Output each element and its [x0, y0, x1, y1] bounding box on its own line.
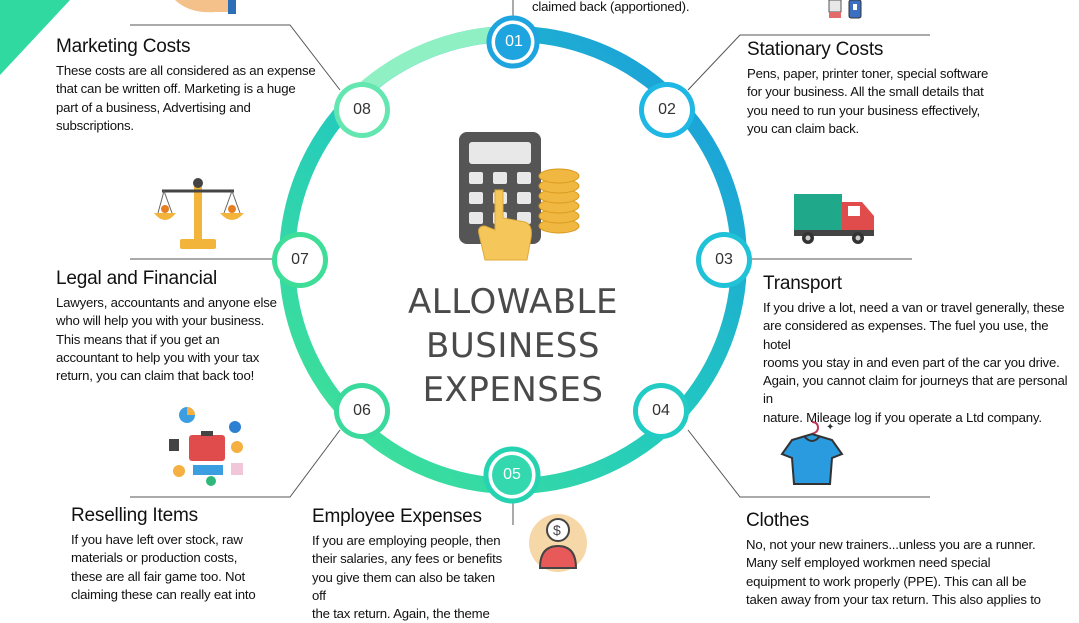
truck-icon: [794, 194, 874, 244]
node-label-01: 01: [505, 33, 523, 50]
body-line: nature. Mileage log if you operate a Ltd…: [763, 409, 1042, 425]
body-line: taken away from your tax return. This al…: [746, 591, 1041, 607]
body-line: you need to run your business effectivel…: [747, 102, 981, 118]
node-label-08: 08: [353, 101, 371, 118]
calculator-coins-icon: [459, 132, 580, 261]
body-line: for your business. All the small details…: [747, 84, 984, 100]
stationary-section: Stationary Costs Pens, paper, printer to…: [747, 39, 1047, 138]
center-title-line2: BUSINESS EXPENSES: [422, 326, 604, 410]
stationary-body: Pens, paper, printer toner, special soft…: [747, 65, 1047, 138]
legal-body: Lawyers, accountants and anyone else who…: [56, 294, 296, 385]
body-line: that can be written off. Marketing is a …: [56, 81, 296, 97]
svg-text:$: $: [553, 522, 561, 538]
reselling-body: If you have left over stock, raw materia…: [71, 531, 291, 604]
marketing-section: Marketing Costs These costs are all cons…: [56, 36, 316, 135]
person-dollar-icon: $: [529, 514, 587, 572]
body-line: their salaries, any fees or benefits: [312, 551, 502, 567]
body-line: Again, you cannot claim for journeys tha…: [763, 373, 1068, 407]
body-line: These costs are all considered as an exp…: [56, 63, 316, 78]
clothes-section: Clothes No, not your new trainers...unle…: [746, 510, 1056, 609]
node-label-02: 02: [658, 101, 676, 118]
transport-title: Transport: [763, 273, 842, 294]
employee-section: Employee Expenses If you are employing p…: [312, 506, 512, 623]
body-line: materials or production costs,: [71, 550, 238, 566]
transport-body: If you drive a lot, need a van or travel…: [763, 299, 1073, 427]
body-line: subscriptions.: [56, 117, 134, 133]
body-line: these are all fair game too. Not: [71, 568, 245, 584]
marketing-body: These costs are all considered as an exp…: [56, 62, 316, 135]
clothes-body: No, not your new trainers...unless you a…: [746, 536, 1056, 609]
body-line: part of a business, Advertising and: [56, 99, 251, 115]
connector-lines: [130, 0, 930, 525]
body-line: accountant to help you with your tax: [56, 349, 260, 365]
clothes-title: Clothes: [746, 510, 810, 531]
employee-body: If you are employing people, then their …: [312, 532, 512, 623]
body-line: This means that if you get an: [56, 331, 220, 347]
body-line: If you drive a lot, need a van or travel…: [763, 300, 1065, 315]
body-line: you give them can also be taken off: [312, 569, 495, 603]
node-label-06: 06: [353, 402, 371, 419]
legal-section: Legal and Financial Lawyers, accountants…: [56, 268, 296, 385]
marketing-title: Marketing Costs: [56, 36, 191, 57]
body-line: Pens, paper, printer toner, special soft…: [747, 66, 989, 81]
scales-icon: [154, 178, 244, 249]
body-line: No, not your new trainers...unless you a…: [746, 537, 1036, 552]
body-line: If you are employing people, then: [312, 533, 501, 548]
employee-title: Employee Expenses: [312, 506, 482, 527]
reselling-title: Reselling Items: [71, 505, 198, 526]
body-line: return, you can claim that back too!: [56, 368, 255, 384]
hand-icon: [175, 0, 236, 14]
body-line: If you have left over stock, raw: [71, 532, 243, 547]
transport-section: Transport If you drive a lot, need a van…: [763, 273, 1073, 427]
center-title-line1: ALLOWABLE: [408, 282, 618, 322]
body-line: Lawyers, accountants and anyone else: [56, 295, 277, 310]
svg-text:✦: ✦: [826, 422, 834, 433]
business-collage-icon: [169, 407, 243, 486]
body-line: rooms you stay in and even part of the c…: [763, 354, 1060, 370]
body-line: who will help you with your business.: [56, 313, 265, 329]
node-label-04: 04: [652, 402, 670, 419]
legal-title: Legal and Financial: [56, 268, 217, 289]
reselling-section: Reselling Items If you have left over st…: [71, 505, 291, 604]
body-line: Many self employed workmen need special: [746, 555, 991, 571]
center-title: ALLOWABLE BUSINESS EXPENSES: [340, 280, 686, 412]
body-line: you can claim back.: [747, 120, 860, 136]
node-label-03: 03: [715, 251, 733, 268]
body-line: are considered as expenses. The fuel you…: [763, 318, 1049, 352]
corner-decoration: [0, 0, 70, 75]
shirt-hanger-icon: ✦: [780, 421, 844, 485]
body-line: claiming these can really eat into: [71, 586, 256, 602]
node-label-05: 05: [503, 466, 521, 483]
stationary-title: Stationary Costs: [747, 39, 884, 60]
pens-icon: [828, 0, 862, 19]
body-line: equipment to work properly (PPE). This c…: [746, 573, 1027, 589]
body-line: the tax return. Again, the theme: [312, 606, 490, 622]
top-fragment-text: claimed back (apportioned).: [532, 0, 690, 14]
node-label-07: 07: [291, 251, 309, 268]
